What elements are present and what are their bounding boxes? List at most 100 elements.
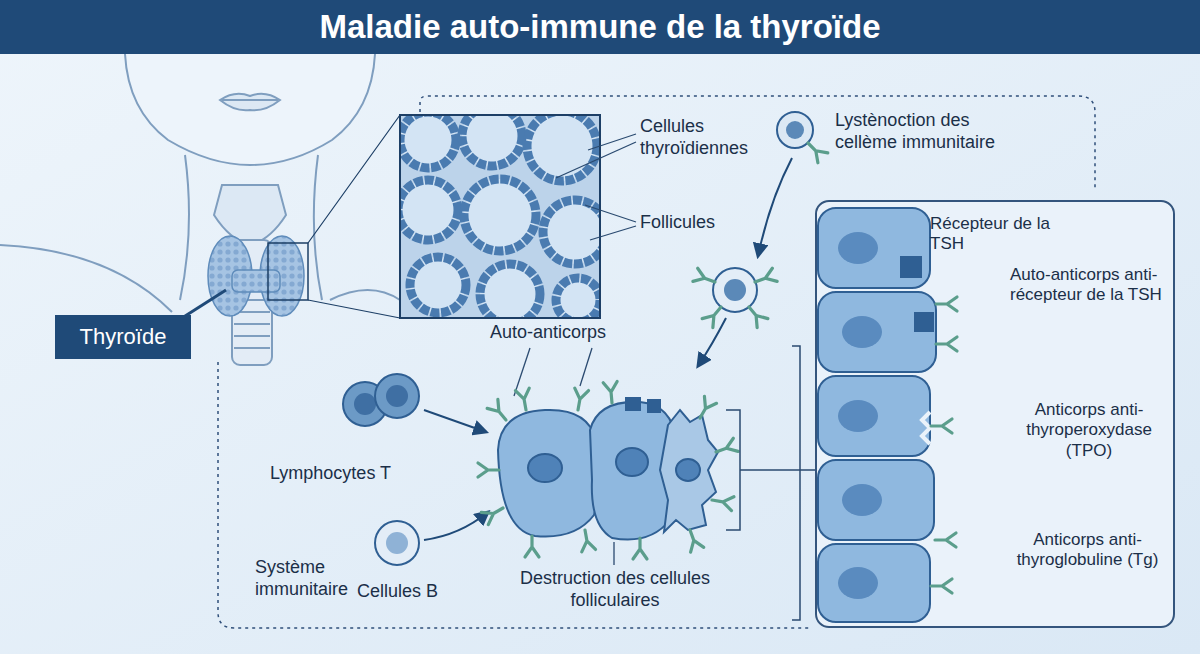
follicle-zoom: [464, 179, 536, 251]
panel-illustration: [931, 419, 952, 433]
panel-illustration: [842, 484, 882, 516]
arrows: [424, 512, 488, 540]
antibodies: [714, 438, 739, 458]
follicular-cell-cluster: [676, 459, 700, 481]
bracket: [726, 346, 815, 620]
zoom-frame: [268, 243, 308, 300]
bracket: [792, 346, 800, 620]
part-label: Auto-anticorps: [490, 322, 640, 344]
panel-illustration: [815, 200, 1175, 628]
follicular-cell-cluster: [498, 410, 600, 537]
antibodies: [478, 381, 738, 559]
leader-lines: [556, 142, 636, 178]
follicle-zoom: [400, 115, 456, 168]
follicular-cell-cluster: [616, 448, 648, 476]
panel-illustration: [838, 232, 882, 599]
antibodies: [633, 538, 647, 559]
panel-illustration: [838, 232, 878, 264]
panel-illustration: [842, 316, 882, 348]
panel-illustration: [935, 533, 956, 547]
panel-illustration: [818, 292, 936, 372]
antibodies: [578, 529, 595, 552]
antibodies: [481, 502, 506, 525]
leader-lines: [580, 348, 592, 386]
follicular-cell-cluster: [648, 400, 660, 412]
panel-illustration: [900, 256, 934, 332]
immune-cells: [713, 268, 757, 312]
antibodies: [515, 388, 532, 411]
head-and-neck: [330, 290, 400, 300]
head-and-neck: [0, 54, 400, 365]
follicle-zoom: [400, 115, 600, 318]
head-and-neck: [220, 94, 280, 111]
leader-lines: [588, 134, 636, 150]
antibodies: [525, 536, 539, 557]
thyroid-gland: [232, 270, 280, 292]
immune-cells: [354, 393, 376, 415]
panel-illustration: [936, 297, 957, 311]
immune-cells: [375, 374, 419, 418]
group-label: Système immunitaire: [255, 557, 353, 600]
follicle-zoom: [527, 115, 597, 181]
leader-lines: [613, 542, 614, 565]
antibodies: [694, 396, 717, 421]
panel-illustration: [914, 312, 934, 332]
panel-illustration: [931, 579, 952, 593]
follicle-zoom: [462, 115, 522, 166]
diagram-title: Maladie auto-immune de la thyroïde: [0, 0, 1200, 54]
part-label: Cellules thyroïdiennes: [640, 116, 770, 159]
follicular-cell-cluster: [660, 410, 718, 532]
cell-label: Lymphocytes T: [270, 463, 410, 485]
follicular-cell-cluster: [528, 454, 562, 482]
antibody-label: Anticorps anti-thyroglobuline (Tg): [1005, 530, 1170, 571]
leader-lines: [590, 226, 636, 240]
title-band: [0, 0, 1200, 54]
panel-illustration: [818, 208, 936, 622]
antibodies: [711, 493, 734, 510]
follicle-zoom: [398, 106, 607, 324]
panel-illustration: [818, 376, 930, 456]
antibodies: [487, 399, 511, 424]
panel-illustration: [922, 412, 930, 444]
antibodies: [478, 463, 499, 477]
antibody-label: Auto-anticorps anti-récepteur de la TSH: [1010, 265, 1170, 306]
antibody-label: Récepteur de la TSH: [930, 214, 1055, 255]
detail-panel: Récepteur de la TSH Auto-anticorps anti-r…: [815, 200, 1175, 628]
arrows: [698, 318, 726, 366]
follicle-zoom: [543, 200, 600, 264]
follicle-zoom: [400, 180, 458, 240]
thyroid-gland: [208, 236, 304, 316]
follicular-cell-cluster: [498, 398, 718, 540]
head-and-neck: [214, 185, 286, 245]
follicular-cell-cluster: [626, 398, 640, 410]
follicle-zoom: [480, 264, 540, 318]
zoom-frame: [182, 115, 400, 318]
head-and-neck: [222, 99, 278, 101]
immune-cells: [386, 532, 408, 554]
head-and-neck: [314, 155, 322, 300]
immune-cells: [753, 268, 778, 288]
process-label: Destruction des cellules folliculaires: [515, 568, 715, 611]
part-label: Follicules: [640, 212, 760, 234]
head-and-neck: [0, 245, 172, 312]
cell-label: Lystènoction des cellème immunitaire: [835, 110, 1020, 153]
bracket: [726, 410, 815, 530]
immune-cells: [803, 138, 828, 163]
immune-cells: [744, 303, 768, 328]
head-and-neck: [180, 155, 189, 300]
zoom-frame: [308, 115, 400, 318]
arrows: [424, 410, 486, 432]
panel-illustration: [838, 400, 878, 432]
immune-cells: [343, 112, 828, 565]
dotted-region: [420, 96, 1095, 190]
antibodies: [683, 528, 703, 553]
panel-illustration: [815, 200, 1175, 628]
immune-cells: [693, 268, 718, 288]
panel-illustration: [838, 567, 878, 599]
head-and-neck: [125, 54, 375, 165]
cell-label: Cellules B: [357, 581, 457, 603]
leader-lines: [585, 205, 636, 222]
panel-illustration: [818, 460, 934, 540]
